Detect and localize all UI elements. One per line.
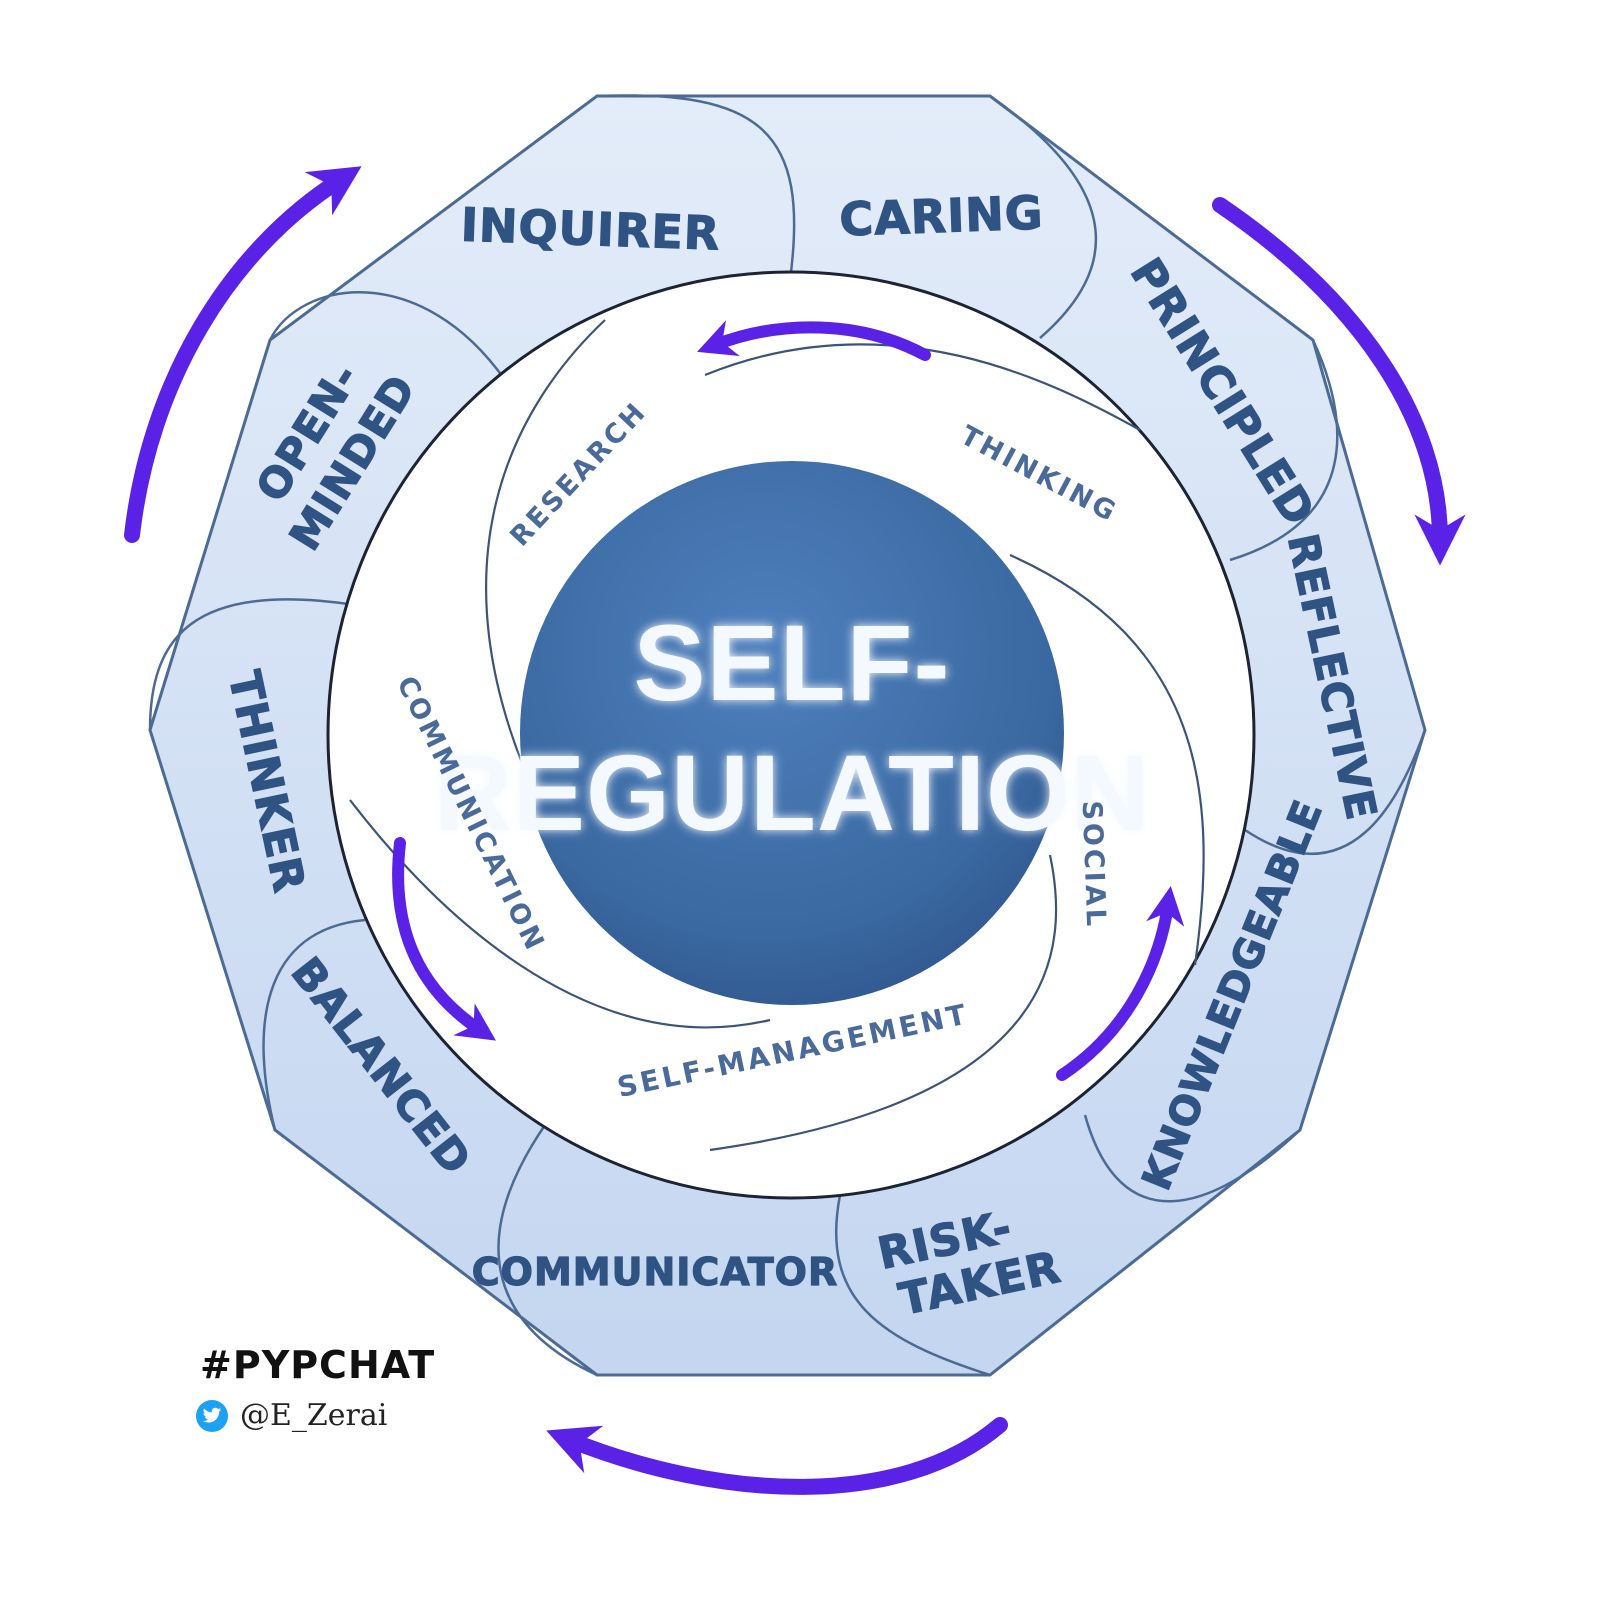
- profile-inquirer: INQUIRER: [460, 197, 721, 260]
- profile-communicator: COMMUNICATOR: [472, 1250, 838, 1294]
- center-title-line2: REGULATION: [434, 732, 1150, 853]
- skill-social: SOCIAL: [1076, 800, 1111, 929]
- arrow-counterclockwise-icon: [546, 1417, 1008, 1495]
- arrow-clockwise-icon: [1212, 197, 1466, 566]
- center-title-line1: SELF-: [634, 602, 951, 723]
- arrow-clockwise-icon: [124, 166, 362, 543]
- twitter-bird-icon: [196, 1399, 228, 1432]
- self-regulation-sphere: [520, 461, 1064, 1005]
- hashtag: #PYPCHAT: [200, 1343, 436, 1387]
- profile-caring: CARING: [838, 185, 1044, 246]
- arrow-clockwise-icon: [1056, 886, 1185, 1081]
- arrow-clockwise-icon: [392, 837, 496, 1041]
- twitter-handle[interactable]: @E_Zerai: [240, 1398, 388, 1433]
- atl-swirl-lines: [349, 319, 1205, 1152]
- profile-segment-dividers: [148, 94, 1427, 1377]
- twitter-handle-row[interactable]: @E_Zerai: [196, 1398, 387, 1433]
- arrow-counterclockwise-icon: [697, 320, 931, 361]
